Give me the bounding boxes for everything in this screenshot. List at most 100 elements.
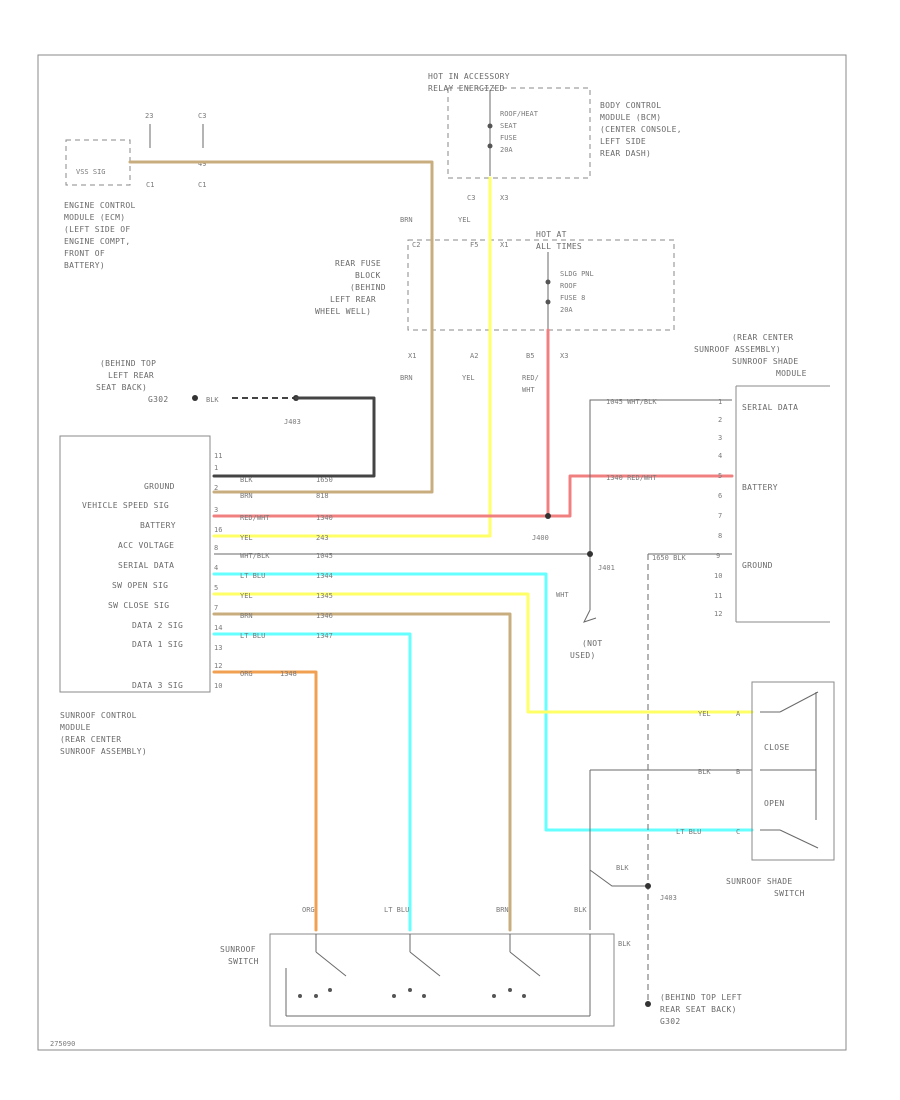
shade-title-line-1: (REAR CENTER xyxy=(732,333,793,342)
bcm-label: BODY CONTROL MODULE (BCM) (CENTER CONSOL… xyxy=(600,101,682,158)
scm-title-line-1: SUNROOF CONTROL xyxy=(60,711,137,720)
scm-circuit: 1344 xyxy=(316,572,333,580)
sw-contact xyxy=(408,988,412,992)
scm-label-swclose: SW CLOSE SIG xyxy=(108,601,169,610)
rear-fuse-wire-brn: BRN xyxy=(400,374,413,382)
scm-pin: 14 xyxy=(214,624,222,632)
shade-label-ground: GROUND xyxy=(742,561,773,570)
ecm-pin-a: 23 xyxy=(145,112,153,120)
scm-label-ground: GROUND xyxy=(144,482,175,491)
scm-label-data1: DATA 1 SIG xyxy=(132,640,183,649)
scm-circuits: 1650 818 1340 243 1045 1344 1345 1346 13… xyxy=(280,476,333,678)
ecm-pin-num: 49 xyxy=(198,160,206,168)
scm-circuit: 1045 xyxy=(316,552,333,560)
sunroof-switch-wire-org: ORG xyxy=(302,906,315,914)
ecm-conn-b: C1 xyxy=(198,181,206,189)
ground-g302-lower xyxy=(645,1001,651,1007)
bcm-fuse-label: ROOF/HEAT SEAT FUSE 20A xyxy=(500,110,539,154)
scm-circuit: 1650 xyxy=(316,476,333,484)
ground-behind-line-3: SEAT BACK) xyxy=(96,383,147,392)
lower-ground-line-3: G302 xyxy=(660,1017,680,1026)
shade-switch-pin-a: A xyxy=(736,710,741,718)
sunroof-switch-wire-blk: BLK xyxy=(574,906,587,914)
scm-pin: 11 xyxy=(214,452,222,460)
shade-pin: 5 xyxy=(718,472,722,480)
sw-contact xyxy=(392,994,396,998)
scm-title-line-4: SUNROOF ASSEMBLY) xyxy=(60,747,147,756)
shade-switch-box xyxy=(751,681,835,861)
splice-j401-label: J401 xyxy=(598,564,615,572)
splice-j400 xyxy=(545,513,551,519)
ground-behind-line-2: LEFT REAR xyxy=(108,371,154,380)
scm-wire-color: LT BLU xyxy=(240,632,265,640)
bcm-pin-c3: C3 xyxy=(467,194,475,202)
ground-behind-line-4: G302 xyxy=(148,395,168,404)
wire-red-shade-battery xyxy=(546,474,734,518)
scm-pin: 13 xyxy=(214,644,222,652)
scm-wire-color: ORG xyxy=(240,670,253,678)
scm-wire-color: LT BLU xyxy=(240,572,265,580)
rear-fuse8-dot-1 xyxy=(545,279,551,285)
wire-ltblu-data1 xyxy=(212,632,412,932)
shade-switch-close: CLOSE xyxy=(764,743,790,752)
top-wire-yel: YEL xyxy=(458,216,471,224)
ecm-dashed-box xyxy=(65,139,131,186)
hot-at-all-line-1: HOT AT xyxy=(536,230,567,239)
wire-brn-vss xyxy=(128,160,434,494)
sw3-blade xyxy=(509,951,541,977)
scm-label-vss: VEHICLE SPEED SIG xyxy=(82,501,169,510)
shade-switch-pin-b: B xyxy=(736,768,740,776)
rear-fuse8-dot-2 xyxy=(545,299,551,305)
scm-title-line-2: MODULE xyxy=(60,723,91,732)
rear-fuse-label: REAR FUSE BLOCK (BEHIND LEFT REAR WHEEL … xyxy=(315,259,386,316)
wire-brn-data2 xyxy=(212,612,512,932)
rear-fuse-line-2: BLOCK xyxy=(355,271,381,280)
scm-pin: 1 xyxy=(214,464,218,472)
shade-title-line-2: SUNROOF ASSEMBLY) xyxy=(694,345,781,354)
wire-yel-close xyxy=(212,592,754,714)
hot-accessory-line-1: HOT IN ACCESSORY xyxy=(428,72,510,81)
sw-contact xyxy=(314,994,318,998)
bcm-fuse-line-3: FUSE xyxy=(500,134,517,142)
shade-pin: 2 xyxy=(718,416,722,424)
scm-circuit: 1348 xyxy=(280,670,297,678)
ecm-label: ENGINE CONTROL MODULE (ECM) (LEFT SIDE O… xyxy=(64,201,135,270)
j403-lower-label: J403 xyxy=(660,894,677,902)
bcm-fuse-dot-1 xyxy=(487,123,493,129)
wire-org-data3 xyxy=(212,670,318,932)
sw-contact xyxy=(492,994,496,998)
rear-fuse-pin-x1: X1 xyxy=(408,352,416,360)
ecm-vss-sig-label: VSS SIG xyxy=(76,168,106,176)
shade-switch-wire-ltblu: LT BLU xyxy=(676,828,701,836)
sw-contact xyxy=(298,994,302,998)
scm-label-data3: DATA 3 SIG xyxy=(132,681,183,690)
ecm-label-line-5: FRONT OF xyxy=(64,249,105,258)
rear-fuse-conn-f5: F5 xyxy=(470,241,478,249)
shade-wire-battery: 1340 RED/WHT xyxy=(606,474,657,482)
sunroof-switch-wire-brn: BRN xyxy=(496,906,509,914)
rear-fuse-wire-yel: YEL xyxy=(462,374,475,382)
wire-yel-acc xyxy=(212,176,492,538)
scm-title-line-3: (REAR CENTER xyxy=(60,735,121,744)
rear-fuse8-line-3: FUSE 8 xyxy=(560,294,585,302)
not-used-line-2: USED) xyxy=(570,651,596,660)
scm-label-acc: ACC VOLTAGE xyxy=(118,541,174,550)
wire-ltblu-open xyxy=(212,572,754,832)
rear-fuse8-label: SLDG PNL ROOF FUSE 8 20A xyxy=(560,270,594,314)
scm-circuit: 818 xyxy=(316,492,329,500)
sw-contact xyxy=(522,994,526,998)
lower-ground-line-2: REAR SEAT BACK) xyxy=(660,1005,737,1014)
scm-labels: GROUND VEHICLE SPEED SIG BATTERY ACC VOL… xyxy=(82,482,183,690)
scm-pin: 2 xyxy=(214,484,218,492)
bcm-label-line-5: REAR DASH) xyxy=(600,149,651,158)
rear-fuse-pin-a2: A2 xyxy=(470,352,478,360)
scm-pin: 7 xyxy=(214,604,218,612)
rear-fuse-line-4: LEFT REAR xyxy=(330,295,376,304)
sw2-blade xyxy=(409,951,441,977)
bcm-fuse-line-2: SEAT xyxy=(500,122,518,130)
ground-behind-label: (BEHIND TOP LEFT REAR SEAT BACK) G302 xyxy=(96,359,168,404)
footer-code: 275090 xyxy=(50,1040,75,1048)
rear-fuse-conn-c2: C2 xyxy=(412,241,420,249)
blk-label-upper: BLK xyxy=(616,864,629,872)
not-used-arrow xyxy=(583,609,597,623)
